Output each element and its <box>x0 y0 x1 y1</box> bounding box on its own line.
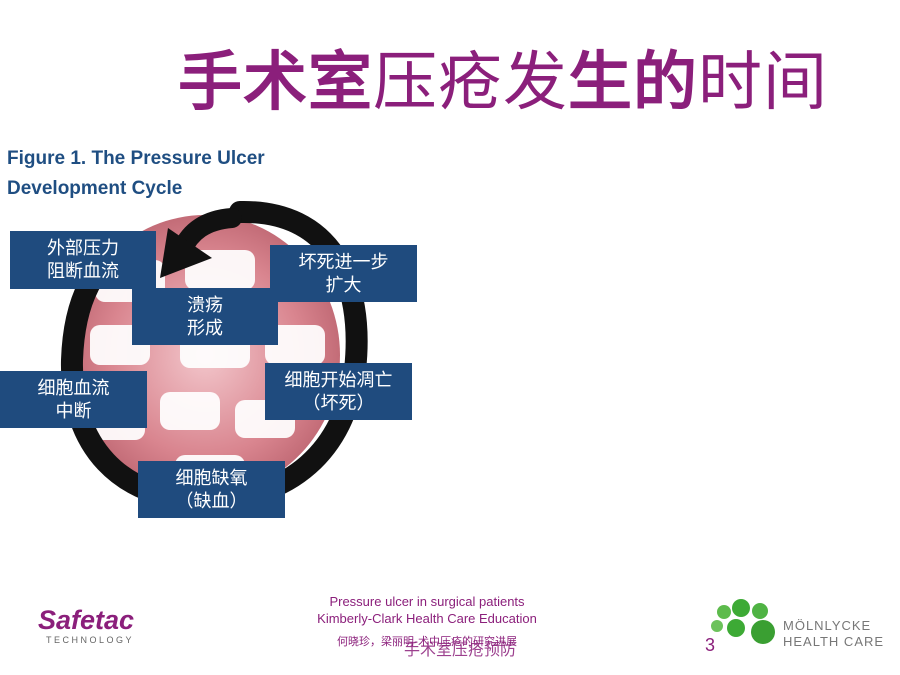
footer-authors: 何晓珍，梁丽明-术中压疮的研究进展 <box>337 635 517 648</box>
safetac-logo: Safetac TECHNOLOGY <box>38 605 134 645</box>
footer-line2: Kimberly-Clark Health Care Education <box>317 611 537 626</box>
footer-topic: 手术室压疮预防 <box>403 640 516 659</box>
slide-title: 手术室压疮发生的时间 <box>178 38 878 128</box>
figure-caption-line2: Development Cycle <box>7 178 183 199</box>
safetac-logo-subtitle: TECHNOLOGY <box>46 635 135 645</box>
figure-caption-line1: Figure 1. The Pressure Ulcer <box>7 148 265 169</box>
step-box-line1: 细胞血流 <box>37 377 110 399</box>
step-box-necrosis-expands: 坏死进一步 扩大 <box>270 245 417 302</box>
step-box-line1: 细胞开始凋亡 <box>284 369 393 391</box>
step-box-line2: （缺血） <box>175 490 248 512</box>
step-box-line1: 细胞缺氧 <box>175 467 248 489</box>
footer-line1: Pressure ulcer in surgical patients <box>329 594 525 609</box>
step-box-line2: （坏死） <box>302 392 375 414</box>
step-box-line1: 溃疡 <box>187 294 223 316</box>
safetac-logo-word: Safetac <box>38 605 135 635</box>
cycle-arrowhead <box>160 228 212 278</box>
step-box-cell-hypoxia: 细胞缺氧 （缺血） <box>138 461 285 518</box>
step-box-line2: 形成 <box>187 317 223 339</box>
title-part-2: 压疮发 <box>373 46 568 120</box>
title-part-4: 时间 <box>698 46 828 120</box>
title-part-3: 生的 <box>568 46 698 120</box>
page-number: 3 <box>705 635 716 655</box>
step-box-cell-death-begins: 细胞开始凋亡 （坏死） <box>265 363 412 420</box>
molnlycke-logo-line1: MÖLNLYCKE <box>783 618 872 633</box>
molnlycke-logo-dots <box>711 599 775 644</box>
step-box-line2: 中断 <box>55 400 92 422</box>
step-box-external-pressure: 外部压力 阻断血流 <box>10 231 156 289</box>
molnlycke-logo-text: MÖLNLYCKE HEALTH CARE <box>783 618 884 650</box>
step-box-ulcer-forms: 溃疡 形成 <box>132 288 278 345</box>
step-box-blood-flow-interrupted: 细胞血流 中断 <box>0 371 147 428</box>
step-box-line1: 外部压力 <box>47 238 119 259</box>
step-box-line2: 阻断血流 <box>47 261 119 282</box>
figure-caption: Figure 1. The Pressure Ulcer Development… <box>7 144 307 204</box>
step-box-line2: 扩大 <box>325 274 362 296</box>
title-part-1: 手术室 <box>178 46 373 120</box>
molnlycke-logo-line2: HEALTH CARE <box>783 634 885 649</box>
step-box-line1: 坏死进一步 <box>298 251 389 273</box>
